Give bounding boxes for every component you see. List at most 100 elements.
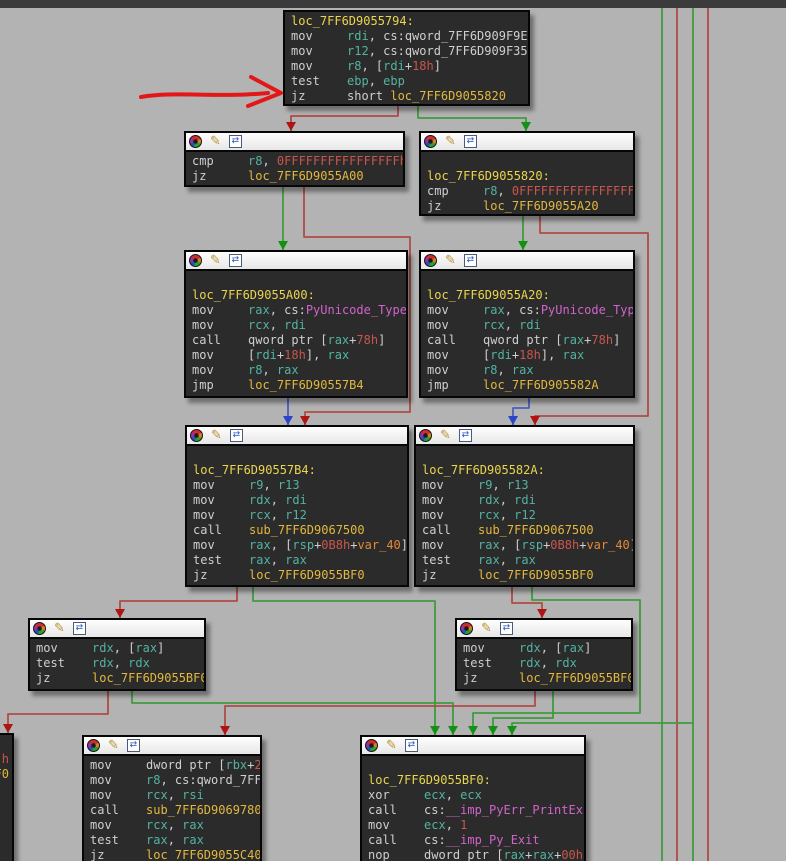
operand-token[interactable]: r13 bbox=[277, 478, 300, 492]
operand-token[interactable]: , bbox=[270, 508, 286, 522]
operand-token[interactable]: , bbox=[269, 318, 285, 332]
operand-token[interactable]: , bbox=[540, 656, 556, 670]
operand-token[interactable]: r8 bbox=[248, 154, 263, 168]
operand-token[interactable]: , bbox=[368, 44, 384, 58]
operand-token[interactable]: , bbox=[368, 29, 384, 43]
operand-token[interactable]: 1 bbox=[460, 818, 468, 832]
jump-to-xref-icon[interactable]: ⇄ bbox=[499, 622, 513, 635]
operand-token[interactable]: + bbox=[525, 848, 533, 861]
block-titlebar[interactable]: ✎⇄ bbox=[187, 427, 407, 446]
block-titlebar[interactable]: ✎⇄ bbox=[362, 737, 584, 756]
operand-token[interactable]: rax bbox=[511, 363, 534, 377]
operand-token[interactable]: ] bbox=[630, 538, 633, 552]
operand-token[interactable]: , bbox=[160, 773, 175, 787]
operand-token[interactable]: ecx bbox=[460, 788, 482, 802]
operand-token[interactable]: + bbox=[579, 538, 587, 552]
block-titlebar[interactable]: ✎⇄ bbox=[457, 620, 631, 639]
mnemonic[interactable]: mov bbox=[192, 348, 214, 362]
jump-to-xref-icon[interactable]: ⇄ bbox=[126, 739, 140, 752]
mnemonic[interactable]: mov bbox=[193, 508, 215, 522]
operand-token[interactable]: rax bbox=[532, 848, 555, 861]
operand-token[interactable]: r8 bbox=[347, 59, 362, 73]
operand-token[interactable]: rdx bbox=[478, 493, 500, 507]
operand-token[interactable]: var_40 bbox=[586, 538, 630, 552]
operand-token[interactable]: __imp_Py_Exit bbox=[445, 833, 540, 847]
block-titlebar[interactable]: ✎⇄ bbox=[421, 133, 633, 152]
operand-token[interactable]: sub_7FF6D9069780 bbox=[146, 803, 262, 817]
operand-token[interactable]: rcx bbox=[249, 508, 271, 522]
operand-token[interactable]: 18h bbox=[519, 348, 541, 362]
mnemonic[interactable]: mov bbox=[36, 641, 58, 655]
operand-token[interactable]: , [ bbox=[361, 59, 384, 73]
operand-token[interactable]: rdi bbox=[490, 348, 512, 362]
operand-token[interactable]: 18h bbox=[412, 59, 434, 73]
mnemonic[interactable]: mov bbox=[192, 363, 214, 377]
operand-token[interactable]: + bbox=[511, 348, 520, 362]
operand-token[interactable]: 78h bbox=[356, 333, 379, 347]
color-wheel-icon[interactable] bbox=[189, 135, 202, 148]
mnemonic[interactable]: jz bbox=[422, 568, 437, 582]
operand-token[interactable]: , bbox=[497, 184, 512, 198]
mnemonic[interactable]: mov bbox=[192, 318, 214, 332]
mnemonic[interactable]: jz bbox=[427, 199, 442, 213]
mnemonic[interactable]: mov bbox=[193, 538, 215, 552]
mnemonic[interactable]: test bbox=[90, 833, 119, 847]
asm-line[interactable] bbox=[192, 273, 406, 288]
operand-token[interactable]: rax bbox=[182, 833, 204, 847]
operand-token[interactable]: loc_7FF6D90557B4: bbox=[193, 463, 316, 477]
asm-line[interactable]: loc_7FF6D905582A: bbox=[422, 463, 633, 478]
operand-token[interactable]: , bbox=[497, 363, 512, 377]
mnemonic[interactable]: nop bbox=[368, 848, 390, 861]
operand-token[interactable]: rsp bbox=[292, 538, 315, 552]
operand-token[interactable]: + bbox=[314, 538, 322, 552]
asm-line[interactable]: mov[rdi+18h], rax bbox=[427, 348, 633, 363]
operand-token[interactable]: rbx bbox=[225, 758, 248, 772]
mnemonic[interactable]: mov bbox=[427, 363, 449, 377]
asm-line[interactable] bbox=[0, 812, 12, 827]
mnemonic[interactable]: mov bbox=[193, 493, 215, 507]
block-titlebar[interactable]: ✎⇄ bbox=[30, 620, 204, 639]
operand-token[interactable]: cs:qword_7FF6D909F358 bbox=[383, 44, 530, 58]
block-titlebar[interactable]: ✎⇄ bbox=[421, 252, 633, 271]
operand-token[interactable]: [ bbox=[248, 348, 256, 362]
edit-comment-icon[interactable]: ✎ bbox=[210, 253, 221, 268]
operand-token[interactable]: r12 bbox=[347, 44, 369, 58]
asm-line[interactable] bbox=[0, 782, 12, 797]
operand-token[interactable]: loc_7FF6D9055820: bbox=[427, 169, 550, 183]
operand-token[interactable]: r9 bbox=[478, 478, 493, 492]
asm-line[interactable] bbox=[427, 273, 633, 288]
operand-token[interactable]: rdi bbox=[284, 318, 306, 332]
operand-token[interactable]: sub_7FF6D9067500 bbox=[249, 523, 365, 537]
operand-token[interactable]: loc_7FF6D9055A00 bbox=[248, 169, 364, 183]
edit-comment-icon[interactable]: ✎ bbox=[481, 621, 492, 636]
mnemonic[interactable]: jmp bbox=[192, 378, 214, 392]
operand-token[interactable]: rsp bbox=[521, 538, 544, 552]
operand-token[interactable]: short bbox=[347, 89, 391, 103]
mnemonic[interactable]: mov bbox=[291, 29, 313, 43]
operand-token[interactable]: , bbox=[445, 788, 461, 802]
mnemonic[interactable]: mov bbox=[291, 44, 313, 58]
operand-token[interactable]: ] bbox=[433, 59, 441, 73]
block-titlebar[interactable]: ✎⇄ bbox=[84, 737, 260, 756]
operand-token[interactable]: 28h bbox=[254, 758, 262, 772]
operand-token[interactable]: rdx bbox=[519, 641, 541, 655]
operand-token[interactable]: cs:qword_7FF6D909F9F8 bbox=[174, 773, 262, 787]
mnemonic[interactable]: mov bbox=[90, 818, 112, 832]
operand-token[interactable]: , bbox=[262, 154, 277, 168]
mnemonic[interactable]: call bbox=[422, 523, 451, 537]
